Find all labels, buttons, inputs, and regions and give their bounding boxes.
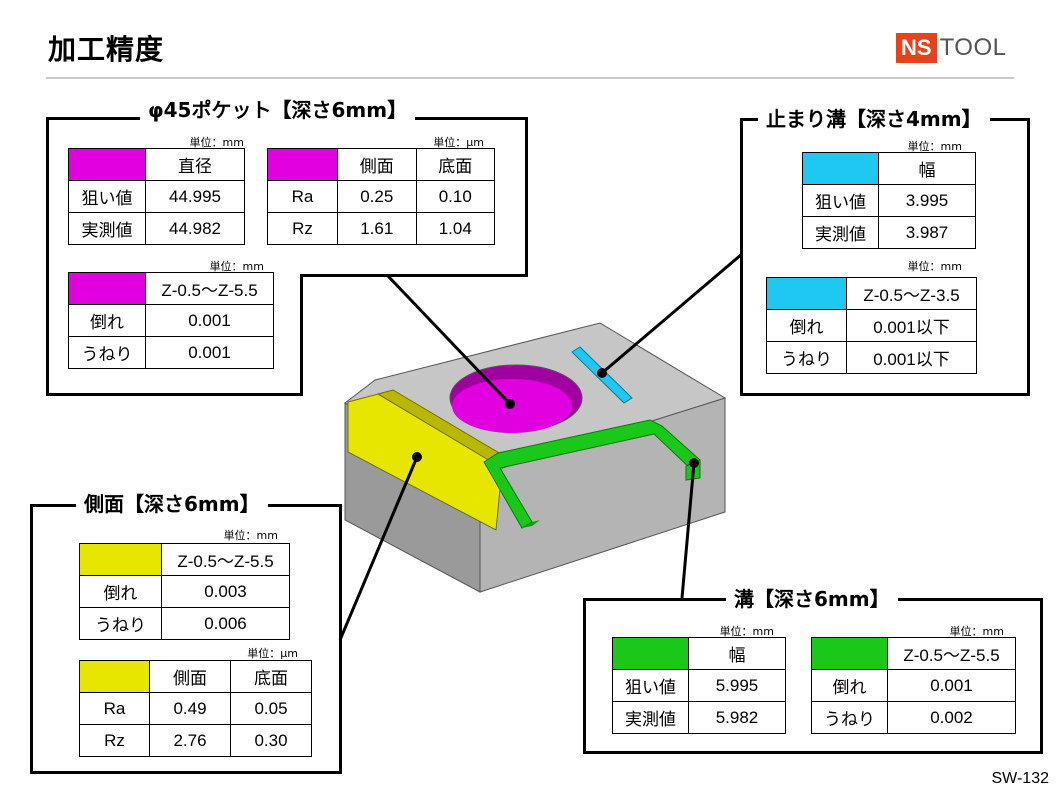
row-label: 倒れ: [79, 575, 162, 608]
groove-leader-line: [680, 462, 696, 599]
width-header: 幅: [878, 152, 976, 185]
row-label: うねり: [766, 341, 847, 374]
cell-value: 1.04: [415, 212, 495, 245]
row-label: Ra: [79, 692, 150, 725]
pocket-color-swatch: [68, 148, 146, 181]
groove-panel-title: 溝【深さ6mm】: [726, 587, 898, 611]
side-form-table: Z-0.5～Z-5.5 倒れ 0.003 うねり 0.006: [79, 543, 290, 640]
pocket-panel-title: φ45ポケット【深さ6mm】: [140, 98, 416, 122]
side-color-swatch: [79, 660, 150, 693]
cell-value: 5.982: [688, 701, 786, 734]
stop-groove-width-table: 幅 狙い値 3.995 実測値 3.987: [802, 152, 976, 249]
row-label: うねり: [79, 607, 162, 640]
cell-value: 0.001以下: [846, 341, 977, 374]
side-form-unit: 単位：mm: [223, 529, 278, 542]
groove-color-swatch: [612, 637, 689, 670]
cell-value: 0.10: [415, 180, 495, 213]
side-leader-line: [338, 456, 419, 641]
form-range-header: Z-0.5～Z-5.5: [887, 637, 1016, 670]
groove-width-unit: 単位：mm: [719, 625, 774, 638]
row-label: 狙い値: [612, 669, 689, 702]
cell-value: 0.003: [161, 575, 290, 608]
cell-value: 0.25: [337, 180, 417, 213]
pocket-color-swatch: [267, 148, 338, 181]
cell-value: 0.001以下: [846, 309, 977, 342]
form-range-header: Z-0.5～Z-5.5: [145, 272, 274, 305]
width-header: 幅: [688, 637, 786, 670]
cell-value: 3.995: [878, 184, 976, 217]
side-rough-unit: 単位：μm: [247, 647, 298, 660]
row-label: Rz: [79, 724, 150, 757]
cell-value: 0.001: [145, 336, 274, 369]
stop-groove-form-table: Z-0.5～Z-3.5 倒れ 0.001以下 うねり 0.001以下: [766, 277, 977, 374]
cell-value: 0.002: [887, 701, 1016, 734]
groove-color-swatch: [811, 637, 888, 670]
pocket-diameter-table: 直径 狙い値 44.995 実測値 44.982: [68, 148, 245, 245]
pocket-form-unit: 単位：mm: [209, 260, 264, 273]
stop-groove-panel-title: 止まり溝【深さ4mm】: [758, 107, 990, 131]
page-number: SW-132: [991, 770, 1049, 787]
stop-groove-color-swatch: [802, 152, 879, 185]
logo-tool-text: TOOL: [939, 34, 1007, 61]
row-label: 実測値: [68, 212, 146, 245]
title-divider: [46, 77, 1014, 79]
logo-ns-mark: NS: [896, 33, 937, 63]
row-label: Ra: [267, 180, 338, 213]
pocket-dia-header: 直径: [145, 148, 245, 181]
stop-groove-form-unit: 単位：mm: [907, 260, 962, 273]
pocket-rough-unit: 単位：μm: [433, 136, 484, 149]
row-label: 狙い値: [802, 184, 879, 217]
cell-value: 0.006: [161, 607, 290, 640]
groove-wall: [522, 520, 540, 528]
row-label: 倒れ: [68, 304, 146, 337]
pocket-dia-unit: 単位：mm: [189, 136, 244, 149]
cell-value: 0.05: [230, 692, 312, 725]
side-panel-title: 側面【深さ6mm】: [76, 492, 268, 516]
pocket-dia-measured-value: 44.982: [145, 212, 245, 245]
col-header: 側面: [149, 660, 231, 693]
groove-leader-dot: [689, 458, 699, 468]
pocket-leader-line: [386, 274, 512, 406]
stop-groove-color-swatch: [766, 277, 847, 310]
row-label: 実測値: [802, 216, 879, 249]
stop-groove-width-unit: 単位：mm: [907, 140, 962, 153]
stop-groove-leader-dot: [597, 368, 607, 378]
groove-form-table: Z-0.5～Z-5.5 倒れ 0.001 うねり 0.002: [811, 637, 1016, 734]
stop-groove-leader-line: [601, 252, 743, 375]
cell-value: 0.30: [230, 724, 312, 757]
pocket-form-table: Z-0.5～Z-5.5 倒れ 0.001 うねり 0.001: [68, 272, 274, 369]
row-label: うねり: [68, 336, 146, 369]
groove-width-table: 幅 狙い値 5.995 実測値 5.982: [612, 637, 786, 734]
pocket-roughness-table: 側面 底面 Ra 0.25 0.10 Rz 1.61 1.04: [267, 148, 495, 245]
cell-value: 0.001: [145, 304, 274, 337]
form-range-header: Z-0.5～Z-3.5: [846, 277, 977, 310]
side-step-face: [347, 393, 503, 531]
side-roughness-table: 側面 底面 Ra 0.49 0.05 Rz 2.76 0.30: [79, 660, 312, 757]
side-color-swatch: [79, 543, 162, 576]
row-label: 倒れ: [766, 309, 847, 342]
pocket-dia-target-value: 44.995: [145, 180, 245, 213]
cell-value: 3.987: [878, 216, 976, 249]
ns-tool-logo: NS TOOL: [896, 33, 1006, 63]
row-label: Rz: [267, 212, 338, 245]
cell-value: 0.001: [887, 669, 1016, 702]
pocket-leader-dot: [505, 399, 515, 409]
col-header: 側面: [337, 148, 417, 181]
row-label: うねり: [811, 701, 888, 734]
col-header: 底面: [415, 148, 495, 181]
row-label: 狙い値: [68, 180, 146, 213]
pocket-color-swatch: [68, 272, 146, 305]
cell-value: 0.49: [149, 692, 231, 725]
row-label: 倒れ: [811, 669, 888, 702]
groove-form-unit: 単位：mm: [949, 625, 1004, 638]
page-title: 加工精度: [48, 33, 165, 66]
cell-value: 5.995: [688, 669, 786, 702]
cell-value: 1.61: [337, 212, 417, 245]
side-leader-dot: [412, 452, 422, 462]
col-header: 底面: [230, 660, 312, 693]
form-range-header: Z-0.5～Z-5.5: [161, 543, 290, 576]
row-label: 実測値: [612, 701, 689, 734]
cell-value: 2.76: [149, 724, 231, 757]
